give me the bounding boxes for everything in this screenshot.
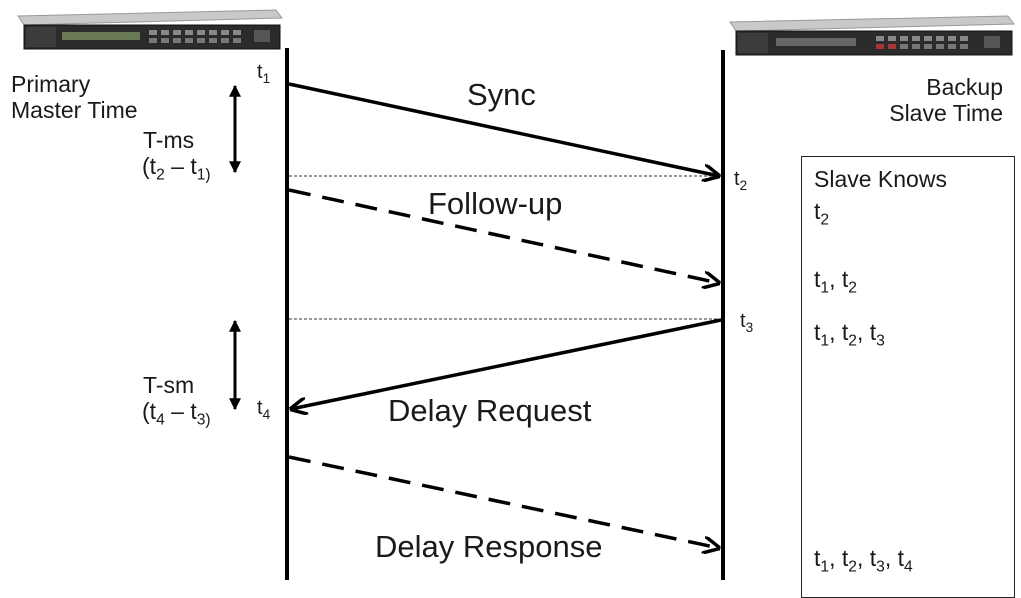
delay-request-label: Delay Request <box>388 393 592 428</box>
sync-label: Sync <box>467 77 536 112</box>
tsm-formula: (t4 – t3) <box>142 398 211 429</box>
t1-label: t1 <box>257 61 271 86</box>
follow-up-arrow <box>288 188 719 283</box>
delay-response-label: Delay Response <box>375 529 603 564</box>
tms-label: T-ms <box>143 127 195 153</box>
master-device-image <box>14 8 284 54</box>
t4-label: t4 <box>257 397 271 422</box>
knows-row-2: t1, t2 <box>814 266 857 297</box>
knows-row-1: t2 <box>814 198 830 229</box>
slave-device-image <box>726 14 1016 60</box>
master-label-line1: Primary <box>11 71 91 97</box>
slave-knows-title: Slave Knows <box>814 166 947 192</box>
tsm-interval-label: T-sm (t4 – t3) <box>142 372 211 429</box>
knows-row-4: t1, t2, t3, t4 <box>814 545 913 576</box>
knows-row-3: t1, t2, t3 <box>814 319 885 350</box>
delay-request-arrow <box>291 318 722 409</box>
timing-diagram <box>229 48 725 580</box>
tms-formula: (t2 – t1) <box>142 153 211 184</box>
follow-up-label: Follow-up <box>428 186 563 221</box>
slave-label: Backup Slave Time <box>889 74 1003 127</box>
tms-interval-label: T-ms (t2 – t1) <box>142 127 211 184</box>
slave-label-line1: Backup <box>926 74 1003 100</box>
master-label: Primary Master Time <box>11 71 138 124</box>
tsm-label: T-sm <box>143 372 195 398</box>
delay-response-arrow <box>288 455 719 548</box>
slave-knows-box <box>801 156 1015 598</box>
t3-label: t3 <box>740 310 754 335</box>
master-label-line2: Master Time <box>11 97 138 124</box>
sync-arrow <box>288 82 719 176</box>
slave-label-line2: Slave Time <box>889 100 1003 127</box>
t2-label: t2 <box>734 168 748 193</box>
